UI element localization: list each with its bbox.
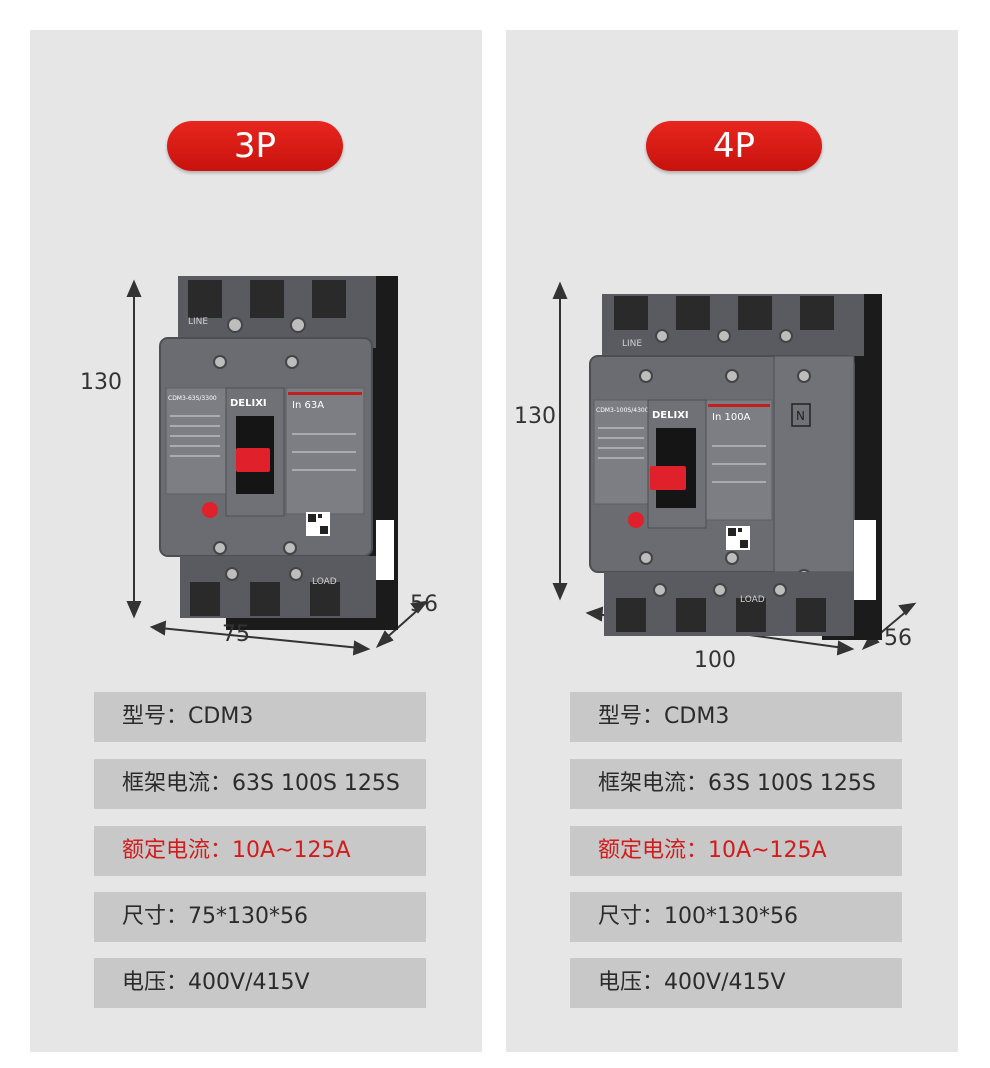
spec-row-model: 型号CDM3 (570, 692, 902, 742)
spec-label: 型号 (122, 704, 188, 729)
spec-value: 75*130*56 (188, 904, 309, 929)
rating-label: In 63A (292, 400, 324, 411)
test-button (628, 512, 644, 528)
width-dimension: 100 (694, 648, 736, 673)
depth-dimension: 56 (884, 626, 912, 651)
spec-value: 400V/415V (188, 970, 310, 995)
variant-panel-4p: 4P (506, 30, 958, 1052)
spec-label: 尺寸 (122, 904, 188, 929)
spec-row-rated-current: 额定电流10A~125A (94, 826, 426, 876)
spec-value: 10A~125A (232, 838, 351, 863)
line-label: LINE (622, 339, 642, 349)
spec-value: 63S 100S 125S (232, 771, 400, 796)
spec-row-voltage: 电压400V/415V (94, 958, 426, 1008)
spec-value: CDM3 (664, 704, 730, 729)
dimension-arrows-3p (126, 279, 429, 656)
spec-row-size: 尺寸75*130*56 (94, 892, 426, 942)
spec-label: 电压 (598, 970, 664, 995)
toggle-handle (236, 448, 270, 472)
side-sticker (376, 520, 394, 580)
model-label: CDM3-63S/3300 (168, 395, 217, 402)
spec-row-size: 尺寸100*130*56 (570, 892, 902, 942)
spec-value: 100*130*56 (664, 904, 799, 929)
model-label: CDM3-100S/4300 (596, 407, 649, 414)
spec-value: 63S 100S 125S (708, 771, 876, 796)
height-dimension: 130 (514, 404, 556, 429)
toggle-handle (650, 466, 686, 490)
pole-badge-4p: 4P (646, 121, 822, 171)
right-label-panel (285, 387, 365, 515)
breaker-3p-illustration: LINE In 63A CDM3-63S/3300 DELIXI (30, 220, 482, 700)
spec-value: 10A~125A (708, 838, 827, 863)
brand-label: DELIXI (652, 410, 689, 421)
left-label-panel (165, 387, 227, 495)
spec-value: CDM3 (188, 704, 254, 729)
spec-value: 400V/415V (664, 970, 786, 995)
spec-label: 框架电流 (122, 771, 232, 796)
rating-label: In 100A (712, 412, 751, 423)
neutral-module (773, 355, 855, 573)
left-label-panel (593, 399, 649, 505)
spec-label: 电压 (122, 970, 188, 995)
pole-badge-3p: 3P (167, 121, 343, 171)
breaker-3p-svg: LINE In 63A CDM3-63S/3300 DELIXI (126, 276, 429, 656)
spec-row-voltage: 电压400V/415V (570, 958, 902, 1008)
spec-row-frame-current: 框架电流63S 100S 125S (94, 759, 426, 809)
spec-label: 额定电流 (598, 838, 708, 863)
test-button (202, 502, 218, 518)
breaker-4p-svg: LINE N In 100A CDM3-100S/4300 DELIXI (552, 281, 917, 656)
spec-label: 框架电流 (598, 771, 708, 796)
load-label: LOAD (740, 595, 765, 605)
neutral-label: N (796, 409, 805, 423)
breaker-4p-illustration: LINE N In 100A CDM3-100S/4300 DELIXI (506, 220, 958, 700)
variant-panel-3p: 3P (30, 30, 482, 1052)
spec-row-model: 型号CDM3 (94, 692, 426, 742)
line-label: LINE (188, 317, 208, 327)
side-sticker (854, 520, 876, 600)
width-dimension: 75 (222, 622, 250, 647)
height-dimension: 130 (80, 370, 122, 395)
brand-label: DELIXI (230, 398, 267, 409)
right-label-panel (705, 399, 773, 521)
spec-row-rated-current: 额定电流10A~125A (570, 826, 902, 876)
spec-row-frame-current: 框架电流63S 100S 125S (570, 759, 902, 809)
depth-dimension: 56 (410, 592, 438, 617)
load-label: LOAD (312, 577, 337, 587)
spec-label: 额定电流 (122, 838, 232, 863)
spec-label: 尺寸 (598, 904, 664, 929)
spec-label: 型号 (598, 704, 664, 729)
